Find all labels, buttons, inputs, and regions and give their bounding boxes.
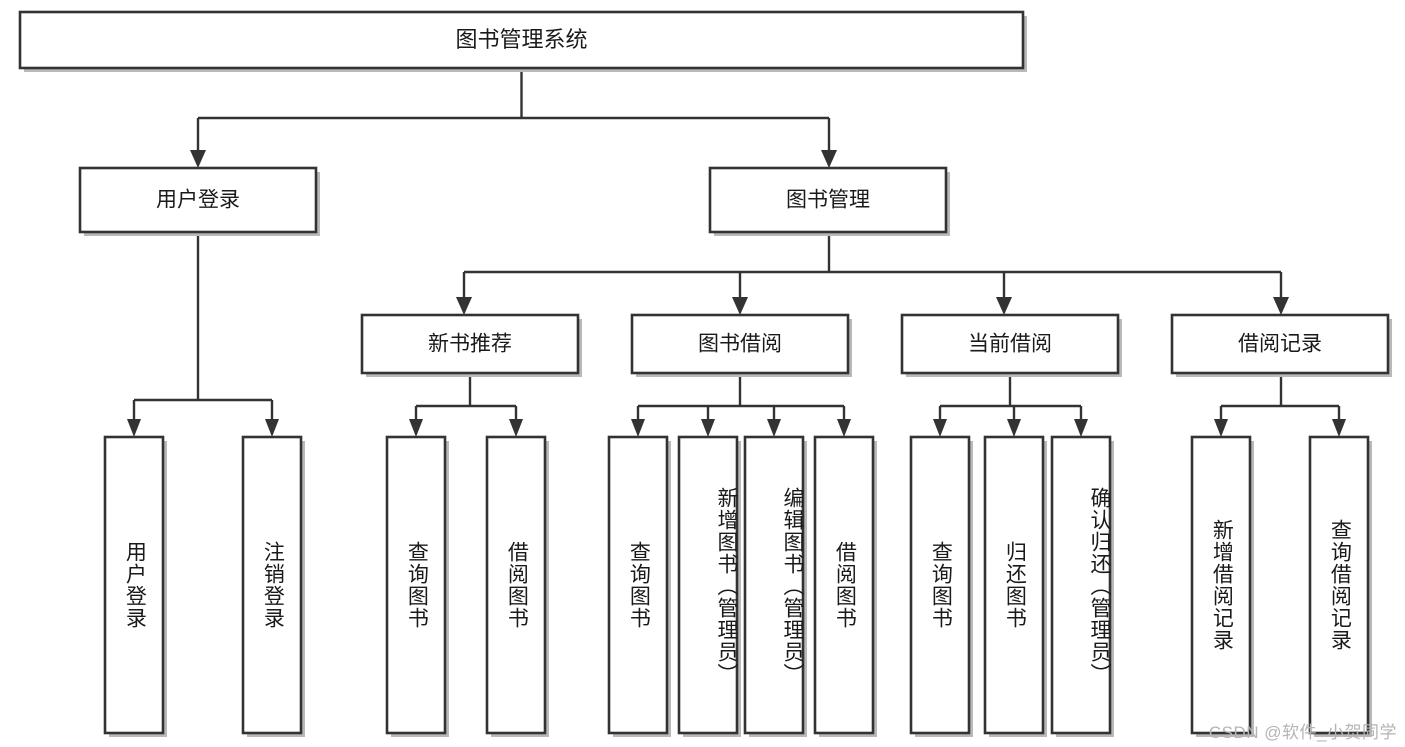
arrow-head-new-book-recommend [456, 297, 472, 315]
arrow-head-leaf-query-book-3 [933, 419, 947, 437]
node-box-leaf-edit-book-admin[interactable] [743, 435, 805, 735]
node-box-leaf-borrow-book-1[interactable] [485, 435, 547, 735]
node-box-borrow-record[interactable] [1170, 313, 1390, 375]
arrow-head-leaf-query-book-2 [631, 419, 645, 437]
node-box-current-borrow[interactable] [900, 313, 1120, 375]
node-box-leaf-user-login[interactable] [103, 435, 165, 735]
arrow-head-leaf-edit-book-admin [767, 419, 781, 437]
node-box-leaf-query-book-3[interactable] [909, 435, 971, 735]
arrow-head-leaf-confirm-return-admin [1074, 419, 1088, 437]
node-label-borrow-record: 借阅记录 [1238, 333, 1322, 356]
arrow-head-leaf-borrow-book-1 [509, 419, 523, 437]
arrow-head-leaf-return-book [1007, 419, 1021, 437]
arrow-head-leaf-add-borrow-record [1214, 419, 1228, 437]
arrow-head-book-management [821, 150, 837, 168]
arrow-head-leaf-query-book-1 [409, 419, 423, 437]
node-box-book-borrow[interactable] [630, 313, 850, 375]
node-box-leaf-return-book[interactable] [983, 435, 1045, 735]
node-box-leaf-query-borrow-record[interactable] [1308, 435, 1370, 735]
connector-layer [127, 68, 1346, 437]
node-label-root: 图书管理系统 [455, 27, 587, 52]
node-box-new-book-recommend[interactable] [360, 313, 580, 375]
arrow-head-leaf-user-login [127, 419, 141, 437]
node-box-leaf-logout-login[interactable] [241, 435, 303, 735]
csdn-watermark: CSDN @软件_小贺同学 [1208, 723, 1397, 742]
node-box-leaf-add-book-admin[interactable] [677, 435, 739, 735]
arrow-head-leaf-add-book-admin [701, 419, 715, 437]
node-label-book-borrow: 图书借阅 [698, 333, 782, 356]
node-label-new-book-recommend: 新书推荐 [428, 333, 512, 356]
node-box-leaf-add-borrow-record[interactable] [1190, 435, 1252, 735]
node-label-user-login: 用户登录 [156, 189, 240, 212]
arrow-head-leaf-query-borrow-record [1332, 419, 1346, 437]
node-layer: 图书管理系统 用户登录 图书管理 新书推荐 图书借阅 当前借阅 借阅记录 [18, 10, 1392, 737]
arrow-head-borrow-record [1273, 297, 1289, 315]
node-label-book-management: 图书管理 [786, 189, 870, 212]
node-box-user-login[interactable] [78, 166, 318, 234]
arrow-head-leaf-logout-login [265, 419, 279, 437]
node-label-current-borrow: 当前借阅 [968, 333, 1052, 356]
arrow-head-user-login [190, 150, 206, 168]
arrow-head-current-borrow [996, 297, 1012, 315]
node-box-leaf-borrow-book-2[interactable] [813, 435, 875, 735]
arrow-head-book-borrow [732, 297, 748, 315]
node-box-leaf-query-book-1[interactable] [385, 435, 447, 735]
node-box-leaf-confirm-return-admin[interactable] [1050, 435, 1112, 735]
node-box-root[interactable] [18, 10, 1025, 70]
node-box-leaf-query-book-2[interactable] [607, 435, 669, 735]
arrow-head-leaf-borrow-book-2 [837, 419, 851, 437]
node-box-book-management[interactable] [708, 166, 948, 234]
